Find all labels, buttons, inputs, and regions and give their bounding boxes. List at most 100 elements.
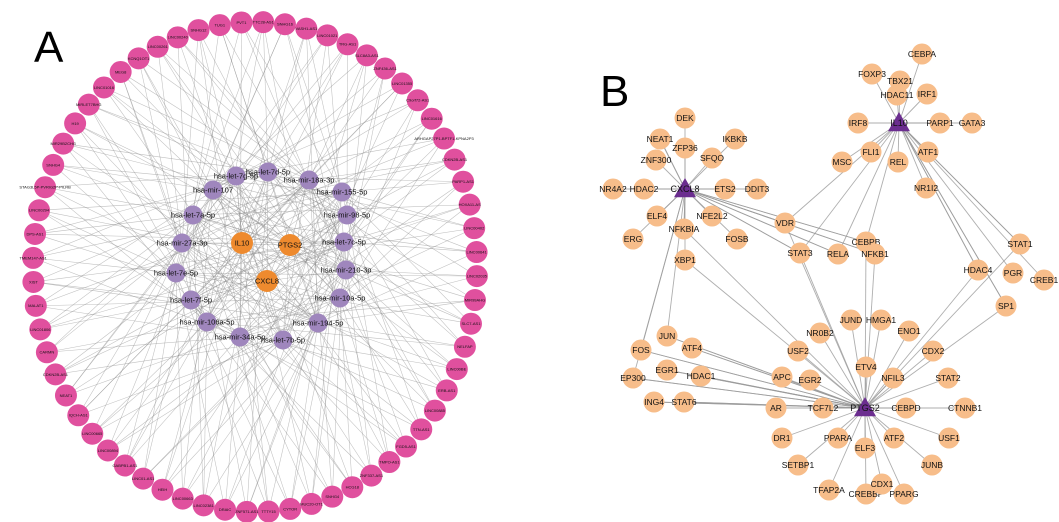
edge-lncrna-mirna bbox=[343, 241, 477, 253]
tf-node-hdac4 bbox=[967, 259, 989, 281]
lncrna-label: NELFAP bbox=[457, 344, 473, 349]
hub-gene-label-il10: IL10 bbox=[890, 118, 908, 128]
lncrna-node bbox=[171, 487, 194, 510]
lncrna-node bbox=[54, 384, 77, 407]
mirna-node bbox=[334, 232, 354, 252]
edge-lncrna-mirna bbox=[212, 189, 472, 324]
edge-lncrna-mirna bbox=[34, 214, 194, 235]
edge-mirna-target bbox=[190, 280, 268, 301]
tf-label-atf1: ATF1 bbox=[918, 147, 938, 157]
lncrna-label: SNHG4 bbox=[325, 494, 340, 499]
lncrna-label: TTN-AS1 bbox=[413, 427, 430, 432]
mirna-label: hsa-let-7f-5p bbox=[170, 296, 212, 305]
tf-node-msc bbox=[831, 151, 853, 173]
tf-label-usf1: USF1 bbox=[938, 433, 960, 443]
edge-lncrna-mirna bbox=[33, 257, 177, 274]
target-gene-node bbox=[256, 270, 278, 292]
edge-mirna-target bbox=[266, 191, 343, 282]
lncrna-node bbox=[81, 422, 104, 445]
lncrna-node bbox=[391, 72, 414, 95]
tf-label-irf8: IRF8 bbox=[849, 118, 868, 128]
lncrna-node bbox=[230, 11, 253, 34]
edge-lncrna-mirna bbox=[346, 214, 448, 391]
edge-lncrna-mirna bbox=[327, 35, 347, 271]
edge-lncrna-mirna bbox=[92, 321, 208, 434]
tf-node-cdx2 bbox=[922, 340, 944, 362]
edge-lncrna-mirna bbox=[346, 68, 386, 216]
lncrna-node bbox=[360, 464, 383, 487]
tf-label-gata3: GATA3 bbox=[959, 118, 986, 128]
lncrna-node bbox=[420, 107, 443, 130]
lncrna-label: SNHG12 bbox=[190, 27, 207, 32]
edge-mirna-target bbox=[190, 242, 243, 301]
edge-lncrna-mirna bbox=[175, 24, 286, 274]
target-gene-label: CXCL8 bbox=[255, 277, 279, 286]
tf-label-fos: FOS bbox=[632, 345, 650, 355]
edge-lncrna-mirna bbox=[33, 214, 194, 283]
edge-mirna-target bbox=[241, 191, 343, 244]
edge-lncrna-mirna bbox=[38, 210, 347, 271]
edge-lncrna-mirna bbox=[46, 175, 237, 353]
tf-label-crebbp: CREBBP bbox=[849, 489, 884, 499]
tf-node-nfe2l2 bbox=[701, 205, 723, 227]
tf-node-zfp36 bbox=[674, 137, 696, 159]
edge-lncrna-mirna bbox=[206, 28, 307, 323]
mirna-label: hsa-mir-10a-5p bbox=[315, 294, 366, 303]
edge-lncrna-mirna bbox=[190, 299, 372, 476]
edge-lncrna-mirna bbox=[339, 297, 353, 488]
edge-mirna-target bbox=[206, 242, 243, 323]
tf-label-hdac4: HDAC4 bbox=[964, 265, 993, 275]
edge-lncrna-mirna bbox=[246, 171, 269, 512]
tf-label-irf1: IRF1 bbox=[918, 89, 937, 99]
edge-lncrna-mirna bbox=[192, 214, 291, 509]
tf-label-nr1i2: NR1I2 bbox=[914, 183, 938, 193]
edge-tf-hub bbox=[684, 188, 801, 254]
tf-node-nr0b2 bbox=[809, 322, 831, 344]
edge-lncrna-mirna bbox=[311, 297, 341, 504]
edge-lncrna-mirna bbox=[343, 241, 372, 476]
edge-lncrna-mirna bbox=[177, 37, 345, 243]
tf-node-ppara bbox=[827, 427, 849, 449]
tf-label-ing4: ING4 bbox=[644, 397, 664, 407]
lncrna-label: LINC00885 bbox=[425, 408, 446, 413]
edge-tf-hub bbox=[864, 407, 950, 439]
edge-tf-hub bbox=[864, 407, 905, 495]
edge-lncrna-mirna bbox=[267, 171, 476, 301]
tf-label-creb1: CREB1 bbox=[1030, 275, 1059, 285]
mirna-node bbox=[181, 290, 201, 310]
lncrna-node bbox=[423, 399, 446, 422]
lncrna-label: TMPO-AS1 bbox=[379, 459, 400, 464]
edge-lncrna-mirna bbox=[138, 58, 192, 301]
lncrna-label: CARMN bbox=[40, 350, 55, 355]
lncrna-label: LINC01021 bbox=[317, 33, 338, 38]
edge-lncrna-mirna bbox=[203, 321, 208, 506]
edge-lncrna-mirna bbox=[46, 336, 241, 353]
tf-node-stat2 bbox=[937, 367, 959, 389]
edge-lncrna-mirna bbox=[46, 297, 341, 353]
edge-lncrna-mirna bbox=[33, 281, 192, 301]
mirna-node bbox=[273, 330, 293, 350]
edge-lncrna-mirna bbox=[339, 297, 390, 463]
edge-lncrna-mirna bbox=[138, 58, 310, 181]
edge-lncrna-mirna bbox=[262, 22, 319, 324]
edge-mirna-target bbox=[241, 242, 284, 341]
tf-node-xbp1 bbox=[674, 249, 696, 271]
lncrna-label: LINC01806 bbox=[30, 327, 51, 332]
tf-label-stat3: STAT3 bbox=[787, 248, 812, 258]
tf-node-junb bbox=[921, 454, 943, 476]
edge-tf-hub bbox=[700, 375, 866, 409]
tf-label-egr2: EGR2 bbox=[798, 375, 821, 385]
lncrna-node bbox=[465, 265, 488, 288]
edge-lncrna-mirna bbox=[46, 242, 183, 353]
tf-label-sp1: SP1 bbox=[998, 301, 1014, 311]
edge-lncrna-mirna bbox=[343, 204, 470, 243]
tf-label-rela: RELA bbox=[827, 249, 850, 259]
tf-label-hdac11: HDAC11 bbox=[881, 90, 914, 100]
edge-lncrna-mirna bbox=[332, 241, 345, 497]
lncrna-label: LINC01355 bbox=[392, 81, 413, 86]
edge-mirna-target bbox=[266, 214, 348, 282]
edge-lncrna-mirna bbox=[289, 241, 345, 509]
lncrna-node bbox=[35, 341, 58, 364]
edge-lncrna-mirna bbox=[346, 214, 466, 347]
tf-node-egr1 bbox=[656, 359, 678, 381]
